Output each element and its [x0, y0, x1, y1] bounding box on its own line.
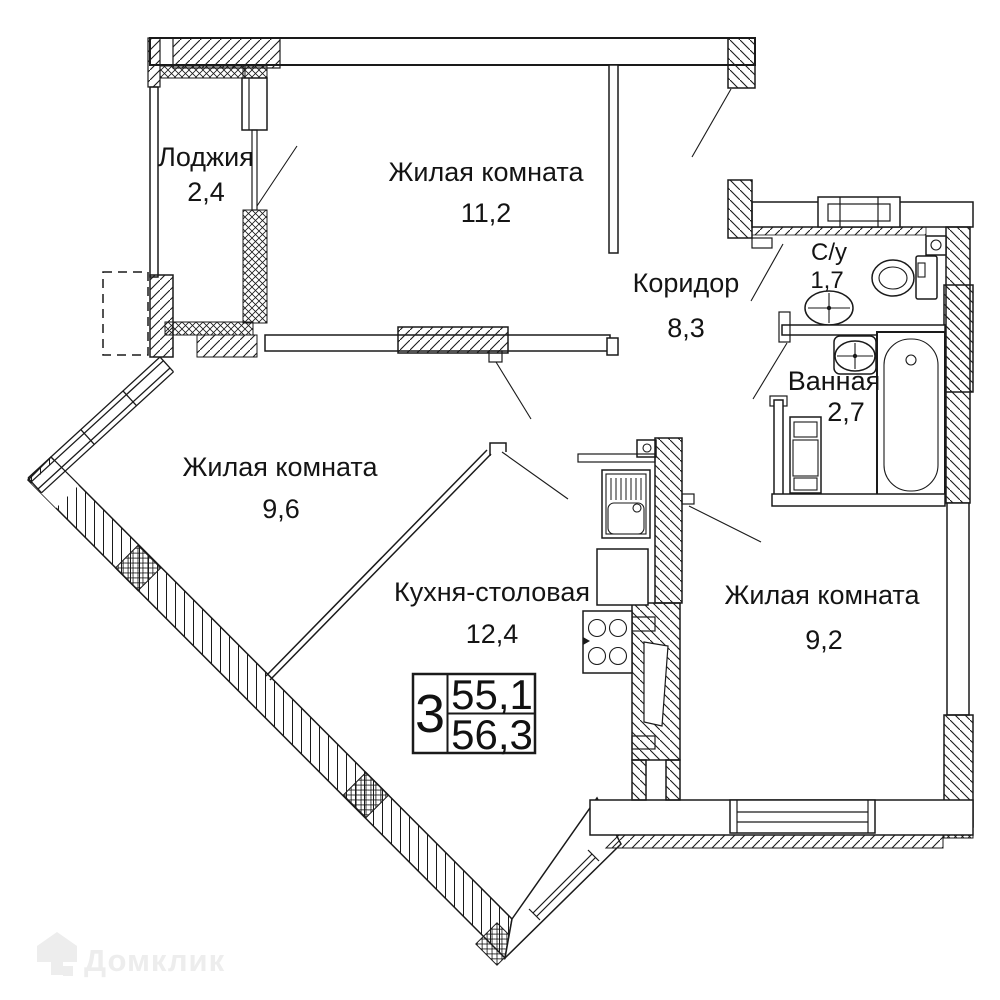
domclick-house-icon: [37, 932, 77, 975]
label-living-3: Жилая комната: [724, 580, 920, 610]
label-bathroom: Ванная: [788, 366, 880, 396]
label-wc: С/у: [811, 239, 847, 266]
leader-lines: [256, 145, 788, 543]
door-leaf: [643, 641, 669, 727]
entrance-door-leaf: [691, 88, 732, 158]
label-living-2: Жилая комната: [182, 452, 378, 482]
kitchen-partition: [265, 442, 507, 681]
room-labels: Лоджия 2,4 Жилая комната 11,2 Коридор 8,…: [158, 142, 920, 655]
top-wall: [147, 37, 756, 158]
area-wc: 1,7: [810, 267, 843, 294]
label-kitchen: Кухня-столовая: [394, 577, 590, 607]
bathroom-block: [727, 179, 974, 507]
stove: [582, 610, 633, 674]
vent-window: [817, 196, 901, 228]
right-wall: [943, 502, 974, 839]
kitchen-wall: [577, 437, 695, 801]
kitchen-sink: [601, 469, 651, 539]
loggia-walls: [102, 65, 268, 358]
label-corridor: Коридор: [633, 268, 740, 298]
counter: [596, 548, 649, 606]
watermark: Домклик: [37, 932, 225, 978]
living-area: 55,1: [451, 671, 533, 718]
summary-box: 3 55,1 56,3: [411, 671, 537, 758]
bottom-wall: [589, 799, 974, 849]
vent-grille: [925, 235, 947, 256]
total-area: 56,3: [451, 711, 533, 758]
area-living-3: 9,2: [805, 625, 843, 655]
area-kitchen: 12,4: [466, 619, 519, 649]
room1-walls: [264, 64, 619, 363]
wc-sink: [804, 290, 854, 326]
label-living-1: Жилая комната: [388, 157, 584, 187]
bath-sink: [833, 335, 877, 375]
area-living-1: 11,2: [461, 198, 512, 228]
toilet: [871, 255, 938, 300]
area-loggia: 2,4: [187, 177, 225, 207]
watermark-text: Домклик: [84, 943, 225, 978]
rooms-count: 3: [415, 684, 445, 744]
area-bathroom: 2,7: [827, 397, 865, 427]
label-loggia: Лоджия: [158, 142, 254, 172]
diagonal-window: [532, 853, 593, 914]
loggia-door-unit: [241, 77, 268, 131]
window: [729, 799, 876, 834]
dashed-outline: [102, 271, 149, 356]
counter-shelf: [577, 453, 656, 463]
bathtub: [876, 331, 946, 499]
washing-machine: [789, 416, 822, 494]
area-corridor: 8,3: [667, 313, 705, 343]
area-living-2: 9,6: [262, 494, 300, 524]
corner-window-band: [27, 356, 174, 494]
